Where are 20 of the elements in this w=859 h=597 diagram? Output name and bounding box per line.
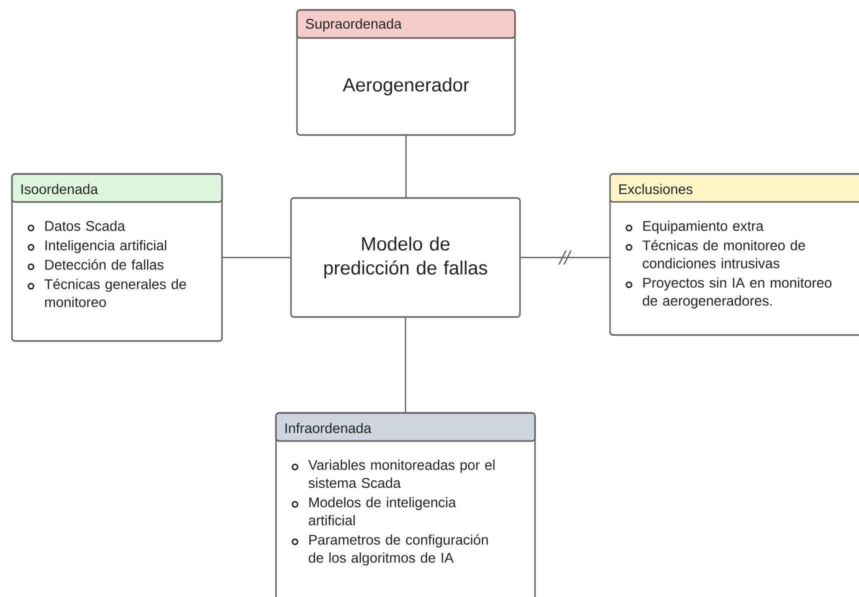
card-text: Aerogenerador [342,78,470,96]
bullet-item: Variables monitoreadas por el sistema Scada [292,460,495,488]
bullet-item: Datos Scada [28,220,126,232]
bullet-item: Modelos de inteligencia artificial [292,497,456,526]
card-header: Isoordenada [11,173,223,203]
process-box: Modelo de predicción de fallas [290,197,521,318]
connector-line [222,256,290,258]
card-header: Infraordenada [275,412,536,442]
card-header: Supraordenada [296,9,516,39]
bullet-item: Técnicas generales de monitoreo [28,278,186,308]
bullet-item: Proyectos sin IA en monitoreo de aerogeneradores. [626,277,832,308]
bullet-item: Parametros de configuración de los algoritmos de IA [292,534,488,566]
bullet-item: Inteligencia artificial [28,240,166,254]
bullet-item: Técnicas de monitoreo de condiciones intrusivas [626,240,805,268]
connector-line [405,136,407,198]
bullet-item: Detección de fallas [28,259,164,270]
connector-line [404,318,406,412]
connector-line [520,256,610,258]
bullet-item: Equipamiento extra [626,220,764,234]
card-header: Exclusiones [609,173,859,203]
